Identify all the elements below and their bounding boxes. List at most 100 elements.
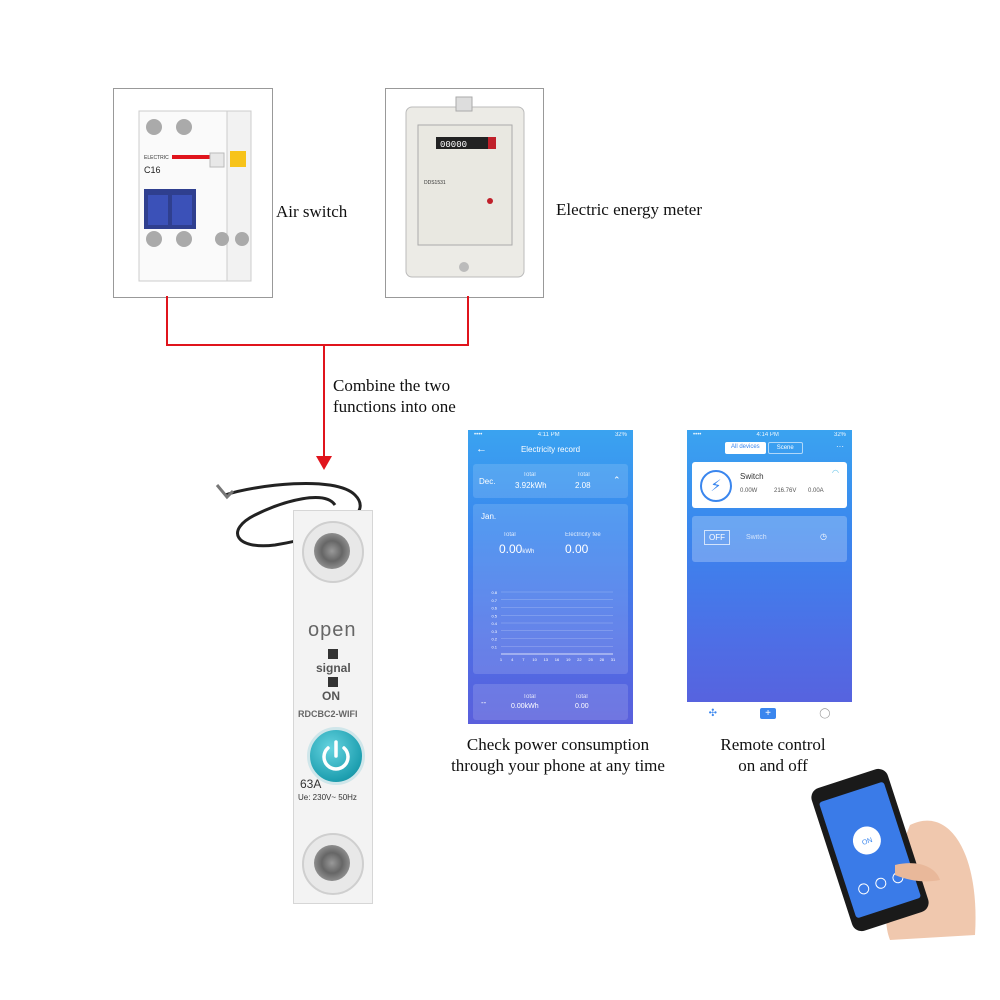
month-label: Dec. [479, 477, 496, 486]
bottom-nav: ✣ + ◯ [687, 702, 852, 724]
module-model: RDCBC2-WIFI [298, 709, 358, 719]
combine-caption-line1: Combine the two [333, 376, 451, 395]
connector-down [323, 344, 325, 462]
device2-name: Switch [746, 534, 767, 541]
chart-x-tick: 7 [522, 657, 525, 662]
check-caption-line1: Check power consumption [466, 735, 650, 754]
bottom-terminal [302, 833, 364, 895]
combine-caption-line2: functions into one [333, 397, 456, 416]
chart-y-tick: 0.2 [491, 637, 497, 642]
wifi-breaker-module: open signal ON RDCBC2-WIFI 63A Ue: 230V~… [293, 510, 373, 904]
chart-y-tick: 0.5 [491, 613, 497, 618]
module-brand: open [308, 619, 357, 641]
air-switch-image: ELECTRIC C16 [113, 88, 273, 298]
status-time-2: 4:14 PM [756, 432, 779, 438]
footer-total-value: 0.00kWh [511, 703, 539, 710]
power-button[interactable] [307, 727, 365, 785]
chart-x-tick: 1 [500, 657, 503, 662]
module-current: 63A [300, 777, 322, 791]
breaker-rating: C16 [144, 165, 161, 175]
chart-x-tick: 25 [588, 657, 593, 662]
chart-x-tick: 13 [544, 657, 549, 662]
air-switch-caption: Air switch [276, 202, 348, 221]
stat-total-unit: kWh [522, 549, 535, 555]
chart-x-tick: 31 [611, 657, 616, 662]
breaker-brand: ELECTRIC [144, 155, 169, 161]
device-name: Switch [740, 472, 764, 481]
profile-icon[interactable]: ◯ [819, 707, 831, 719]
check-caption-line2: through your phone at any time [451, 756, 665, 775]
connector-horizontal [166, 344, 469, 346]
module-rating: Ue: 230V~ 50Hz [298, 793, 357, 802]
remote-caption: Remote control on and off [688, 734, 858, 776]
stat-total-value: 0.00kWh [499, 542, 534, 556]
meter-model: DDS1531 [424, 180, 446, 186]
device-card-switch[interactable]: ⚡ Switch 0.00W 216.76V 0.00A ◠ [692, 462, 847, 508]
sub-month-label: Jan. [481, 512, 497, 521]
fee-label: Electricity fee [565, 532, 601, 538]
chart-y-tick: 0.7 [491, 598, 497, 603]
status-battery: 32% [614, 432, 627, 438]
fee-value: 0.00 [565, 542, 589, 556]
meter-reading: 00000 [440, 140, 467, 150]
screen-title: Electricity record [520, 445, 581, 454]
footer-dash: -- [481, 698, 487, 707]
total-value: 3.92kWh [515, 481, 547, 490]
top-terminal [302, 521, 364, 583]
tab-all-devices[interactable]: All devices [725, 442, 766, 454]
tab-scene[interactable]: Scene [767, 442, 803, 454]
timer-icon: ◷ [820, 532, 827, 541]
status-time: 4:11 PM [537, 432, 560, 438]
connector-left-vertical [166, 296, 168, 346]
device-control-screen: •••• 4:14 PM 32% All devices Scene ··· ⚡… [687, 430, 852, 724]
more-icon[interactable]: ··· [836, 442, 844, 451]
device-current: 0.00A [808, 488, 824, 494]
off-badge: OFF [704, 530, 730, 545]
month-summary: Dec. Total 3.92kWh Total 2.08 ⌃ [473, 464, 628, 498]
chart-x-tick: 16 [555, 657, 560, 662]
device-voltage: 216.76V [774, 488, 797, 494]
stat-total-label: Total [503, 532, 516, 538]
signal-indicator [328, 649, 338, 659]
lightning-icon: ⚡ [700, 470, 732, 502]
handheld-on-label: ON [861, 837, 873, 847]
on-indicator [328, 677, 338, 687]
energy-meter-caption: Electric energy meter [556, 200, 702, 219]
status-bar: •••• 4:11 PM 32% [474, 432, 627, 438]
on-label: ON [322, 689, 340, 703]
chart-x-tick: 4 [511, 657, 514, 662]
device-tabs: All devices Scene [725, 442, 803, 454]
footer-total-label: Total [523, 694, 536, 700]
chart-y-tick: 0.4 [491, 621, 497, 626]
add-device-button[interactable]: + [760, 707, 777, 719]
air-switch-illustration: ELECTRIC C16 [138, 110, 252, 282]
total-label: Total [523, 472, 536, 478]
month-detail: Jan. Total 0.00kWh Electricity fee 0.00 … [473, 504, 628, 674]
connector-right-vertical [467, 296, 469, 346]
remote-caption-line1: Remote control [720, 735, 826, 754]
chevron-up-icon[interactable]: ⌃ [613, 475, 621, 485]
total2-value: 2.08 [575, 481, 591, 490]
chart-x-tick: 19 [566, 657, 571, 662]
check-caption: Check power consumption through your pho… [418, 734, 698, 776]
remote-caption-line2: on and off [738, 756, 808, 775]
status-bar-2: •••• 4:14 PM 32% [693, 432, 846, 438]
power-icon [322, 740, 350, 771]
energy-meter-illustration: 00000 DDS1531 [405, 96, 525, 278]
chart-x-tick: 10 [532, 657, 537, 662]
total2-label: Total [577, 472, 590, 478]
device-power: 0.00W [740, 488, 758, 494]
chart-y-tick: 0.1 [491, 644, 497, 649]
stat-total-number: 0.00 [499, 542, 523, 556]
hand-holding-phone-illustration: ON [811, 768, 976, 940]
back-arrow-icon[interactable]: ← [476, 443, 487, 455]
device-card-offline[interactable]: OFF Switch ◷ [692, 516, 847, 562]
footer-summary: -- Total 0.00kWh Total 0.00 [473, 684, 628, 720]
energy-meter-image: 00000 DDS1531 [385, 88, 544, 298]
antenna-cable [215, 481, 362, 548]
electricity-record-screen: •••• 4:11 PM 32% ← Electricity record De… [468, 430, 633, 724]
devices-tab-icon[interactable]: ✣ [708, 707, 717, 719]
chart-y-tick: 0.3 [491, 629, 497, 634]
footer-total2-label: Total [575, 694, 588, 700]
